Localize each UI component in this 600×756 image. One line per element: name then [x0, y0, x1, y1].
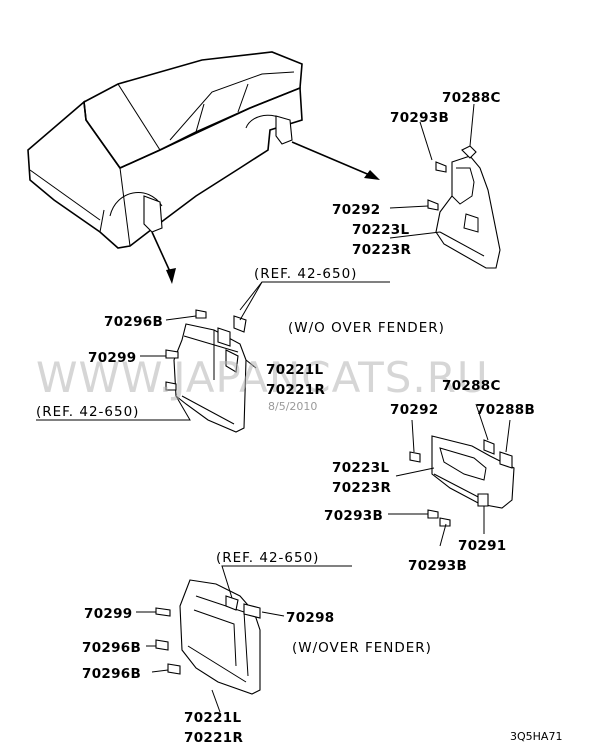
rear-mudflap-top — [389, 103, 501, 269]
part-label-70296b-bot2: 70296B — [82, 666, 141, 682]
diagram-code: 3Q5HA71 — [510, 730, 562, 743]
part-label-70293b-mid1: 70293B — [324, 508, 383, 524]
part-label-70292-mid: 70292 — [390, 402, 438, 418]
ref-note-left: (REF. 42-650) — [36, 404, 139, 420]
part-label-70288c-top: 70288C — [442, 90, 501, 106]
part-label-70293b-mid2: 70293B — [408, 558, 467, 574]
part-label-70293b-top: 70293B — [390, 110, 449, 126]
date-stamp: 8/5/2010 — [268, 400, 317, 413]
watermark: WWW.JAPANCATS.RU — [36, 353, 489, 402]
part-label-70223r-top: 70223R — [352, 242, 411, 258]
part-label-70288b-mid: 70288B — [476, 402, 535, 418]
part-label-70221r-bot: 70221R — [184, 730, 243, 746]
front-mudflap-bottom — [136, 565, 352, 713]
front-mudflap-mid — [36, 281, 390, 433]
part-label-70299-bot: 70299 — [84, 606, 132, 622]
vehicle-illustration — [27, 51, 303, 249]
part-label-70223l-top: 70223L — [352, 222, 409, 238]
ref-note-bottom: (REF. 42-650) — [216, 550, 319, 566]
part-label-70223l-mid: 70223L — [332, 460, 389, 476]
part-label-70223r-mid: 70223R — [332, 480, 391, 496]
part-label-70221l-mid: 70221L — [266, 362, 323, 378]
part-label-70221r-mid: 70221R — [266, 382, 325, 398]
wo-over-fender-note: (W/O OVER FENDER) — [288, 320, 445, 336]
part-label-70291-mid: 70291 — [458, 538, 506, 554]
part-label-70288c-mid: 70288C — [442, 378, 501, 394]
part-label-70221l-bot: 70221L — [184, 710, 241, 726]
leader-arrows — [151, 141, 380, 284]
part-label-70292-top: 70292 — [332, 202, 380, 218]
part-label-70296b-mid: 70296B — [104, 314, 163, 330]
part-label-70299-mid: 70299 — [88, 350, 136, 366]
part-label-70298-bot: 70298 — [286, 610, 334, 626]
ref-note-top: (REF. 42-650) — [254, 266, 357, 282]
part-label-70296b-bot1: 70296B — [82, 640, 141, 656]
rear-mudflap-mid — [388, 403, 515, 547]
w-over-fender-note: (W/OVER FENDER) — [292, 640, 432, 656]
